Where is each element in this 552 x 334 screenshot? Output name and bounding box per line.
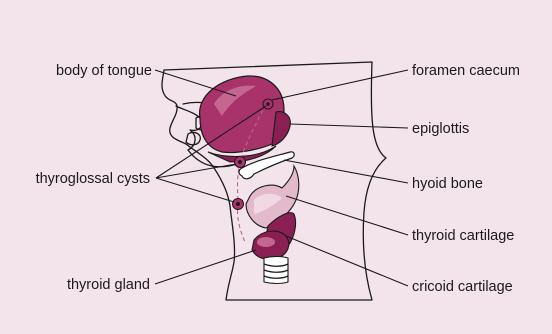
- trachea-outline: [264, 257, 288, 284]
- leader-epiglottis: [290, 124, 408, 128]
- label-thyroid-cartilage: thyroid cartilage: [412, 228, 514, 244]
- label-epiglottis: epiglottis: [412, 121, 469, 137]
- label-hyoid-bone: hyoid bone: [412, 176, 483, 192]
- label-foramen-caecum: foramen caecum: [412, 63, 520, 79]
- label-thyroid-gland: thyroid gland: [67, 277, 150, 293]
- leader-cysts-2: [156, 164, 236, 178]
- cyst-upper: [235, 157, 246, 168]
- cyst-lower: [233, 199, 244, 210]
- label-cricoid-cartilage: cricoid cartilage: [412, 279, 513, 295]
- leader-thyroid-cartilage: [286, 196, 408, 235]
- leader-foramen-caecum: [272, 70, 408, 100]
- leader-hyoid-bone: [284, 160, 408, 183]
- label-thyroglossal-cysts: thyroglossal cysts: [36, 171, 150, 187]
- thyroid-gland-highlight: [257, 237, 275, 247]
- leader-cricoid-cartilage: [286, 236, 408, 286]
- leader-thyroid-gland: [155, 250, 256, 284]
- label-body-of-tongue: body of tongue: [56, 63, 152, 79]
